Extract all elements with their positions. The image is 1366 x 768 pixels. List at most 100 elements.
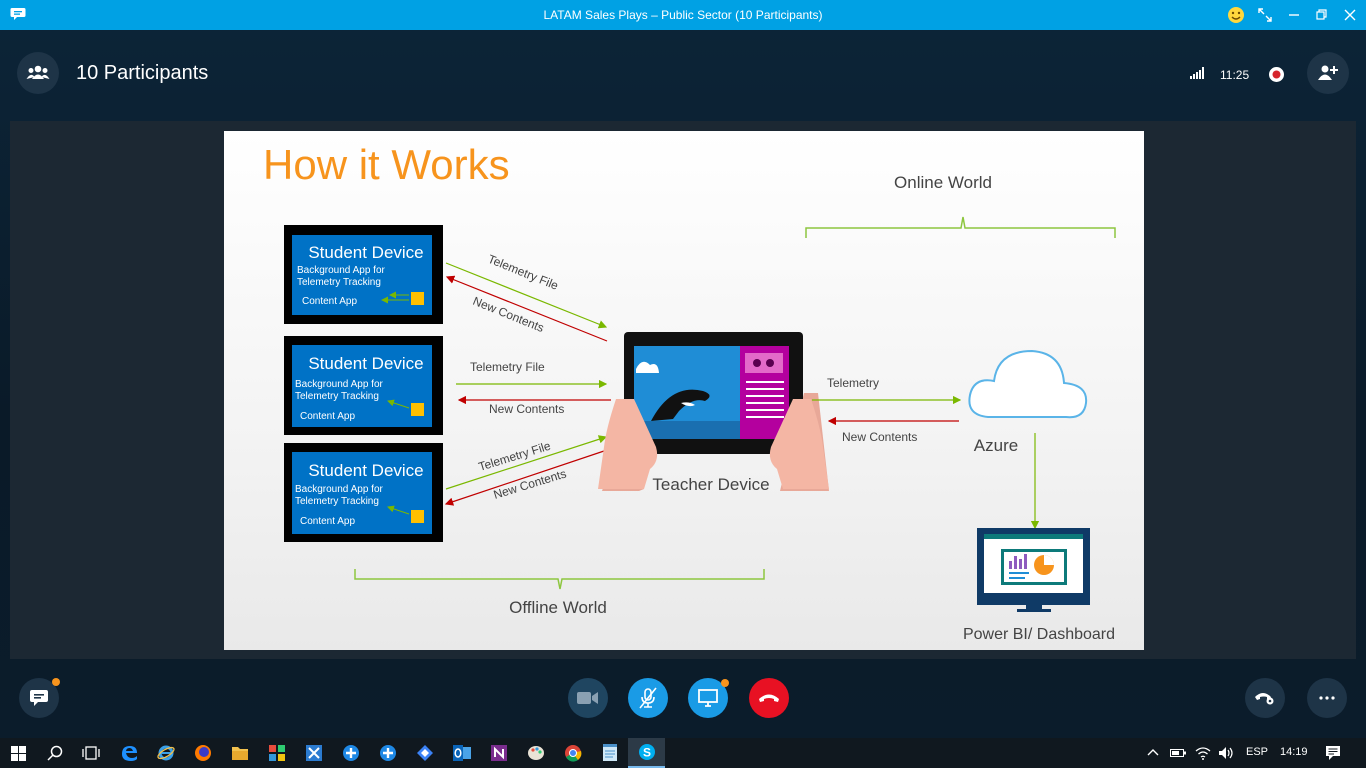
svg-text:Content App: Content App xyxy=(302,296,357,307)
offline-world-label: Offline World xyxy=(509,598,607,617)
outlook-icon xyxy=(452,745,471,761)
arrow-telemetry-1 xyxy=(445,262,608,329)
microphone-muted-icon xyxy=(639,687,657,709)
participants-button[interactable] xyxy=(17,52,59,94)
task-view-icon xyxy=(81,746,100,760)
search-icon xyxy=(46,745,62,761)
app-taskbar-item-3[interactable] xyxy=(332,738,369,768)
chat-icon xyxy=(30,690,48,706)
fullscreen-icon[interactable] xyxy=(1255,5,1275,25)
app-taskbar-item-4[interactable] xyxy=(369,738,406,768)
label-new-contents-1: New Contents xyxy=(471,294,546,335)
file-explorer-taskbar-item[interactable] xyxy=(221,738,258,768)
onenote-taskbar-item[interactable] xyxy=(480,738,517,768)
student-device-2: Student Device Background App for Teleme… xyxy=(284,336,443,435)
monitor-icon xyxy=(698,689,718,707)
phone-settings-icon xyxy=(1255,693,1274,705)
svg-text:Student Device: Student Device xyxy=(308,461,423,480)
mute-button[interactable] xyxy=(628,678,668,718)
windows-taskbar: S ESP 14:19 xyxy=(0,738,1366,768)
show-hidden-icons-chevron[interactable] xyxy=(1147,748,1159,756)
azure-label: Azure xyxy=(974,436,1018,455)
action-center-icon[interactable] xyxy=(1325,745,1341,761)
record-icon[interactable] xyxy=(1268,66,1285,83)
teacher-device-label: Teacher Device xyxy=(652,475,769,494)
student-device-3: Student Device Background App for Teleme… xyxy=(284,443,443,542)
slide-title: How it Works xyxy=(263,141,510,188)
wifi-icon[interactable] xyxy=(1195,746,1211,760)
online-world-brace xyxy=(805,216,1116,238)
edge-icon xyxy=(121,746,137,761)
skype-chat-icon[interactable] xyxy=(10,7,26,21)
tools-icon xyxy=(305,745,322,761)
skype-taskbar-item[interactable]: S xyxy=(628,738,665,768)
svg-text:S: S xyxy=(642,746,650,760)
notepad-icon xyxy=(602,744,617,761)
power-bi-monitor-icon xyxy=(977,528,1090,612)
taskbar-clock[interactable]: 14:19 xyxy=(1280,746,1308,758)
paint-taskbar-item[interactable] xyxy=(517,738,554,768)
search-button[interactable] xyxy=(36,738,73,768)
call-duration: 11:25 xyxy=(1220,68,1250,82)
start-button[interactable] xyxy=(0,738,37,768)
label-telemetry-azure: Telemetry xyxy=(827,376,879,390)
input-language-indicator[interactable]: ESP xyxy=(1246,746,1269,758)
label-new-contents-2: New Contents xyxy=(489,402,564,416)
volume-icon[interactable] xyxy=(1218,746,1234,760)
windows-logo-icon xyxy=(11,745,26,761)
grid-app-icon xyxy=(268,745,285,761)
svg-text:Student Device: Student Device xyxy=(308,354,423,373)
task-view-button[interactable] xyxy=(72,738,109,768)
app-taskbar-item-1[interactable] xyxy=(258,738,295,768)
diamond-app-icon xyxy=(416,745,433,761)
svg-text:Background App for: Background App for xyxy=(297,265,386,276)
app-taskbar-item-5[interactable] xyxy=(406,738,443,768)
title-bar: LATAM Sales Plays – Public Sector (10 Pa… xyxy=(0,0,1366,30)
folder-icon xyxy=(231,747,248,760)
plus-circle-icon xyxy=(342,745,359,761)
shared-slide: How it Works Online World Student Device… xyxy=(224,131,1144,650)
minimize-button[interactable] xyxy=(1284,5,1304,25)
label-new-contents-azure: New Contents xyxy=(842,430,917,444)
add-person-icon xyxy=(1318,65,1338,80)
svg-text:Background App for: Background App for xyxy=(295,484,384,495)
call-settings-button[interactable] xyxy=(1245,678,1285,718)
share-notification-dot xyxy=(721,679,729,687)
add-participant-button[interactable] xyxy=(1307,52,1349,94)
notepad-taskbar-item[interactable] xyxy=(591,738,628,768)
palette-icon xyxy=(527,746,544,760)
label-new-contents-3: New Contents xyxy=(492,466,568,501)
window-title: LATAM Sales Plays – Public Sector (10 Pa… xyxy=(543,8,823,22)
label-telemetry-file-2: Telemetry File xyxy=(470,360,545,374)
onenote-icon xyxy=(490,745,507,761)
restore-button[interactable] xyxy=(1312,5,1332,25)
ellipsis-icon xyxy=(1319,696,1335,700)
call-controls xyxy=(0,668,1366,730)
battery-icon[interactable] xyxy=(1170,748,1186,758)
internet-explorer-taskbar-item[interactable] xyxy=(147,738,184,768)
firefox-icon xyxy=(194,745,211,761)
svg-text:Content App: Content App xyxy=(300,516,355,527)
signal-strength-icon xyxy=(1190,67,1204,79)
label-telemetry-file-1: Telemetry File xyxy=(486,252,561,293)
svg-text:Content App: Content App xyxy=(300,411,355,422)
online-world-label: Online World xyxy=(894,173,992,192)
app-taskbar-item-2[interactable] xyxy=(295,738,332,768)
power-bi-label: Power BI/ Dashboard xyxy=(963,626,1115,643)
end-call-button[interactable] xyxy=(749,678,789,718)
people-icon xyxy=(26,65,50,79)
more-options-button[interactable] xyxy=(1307,678,1347,718)
participants-label: 10 Participants xyxy=(76,62,209,84)
outlook-taskbar-item[interactable] xyxy=(443,738,480,768)
svg-text:Telemetry Tracking: Telemetry Tracking xyxy=(297,277,381,288)
azure-cloud-icon xyxy=(968,349,1088,419)
hang-up-icon xyxy=(759,694,779,702)
firefox-taskbar-item[interactable] xyxy=(184,738,221,768)
edge-taskbar-item[interactable] xyxy=(110,738,147,768)
svg-text:Telemetry Tracking: Telemetry Tracking xyxy=(295,391,379,402)
close-button[interactable] xyxy=(1340,5,1360,25)
chrome-taskbar-item[interactable] xyxy=(554,738,591,768)
emoticon-icon[interactable] xyxy=(1226,5,1246,25)
video-camera-icon xyxy=(577,692,598,704)
video-button[interactable] xyxy=(568,678,608,718)
